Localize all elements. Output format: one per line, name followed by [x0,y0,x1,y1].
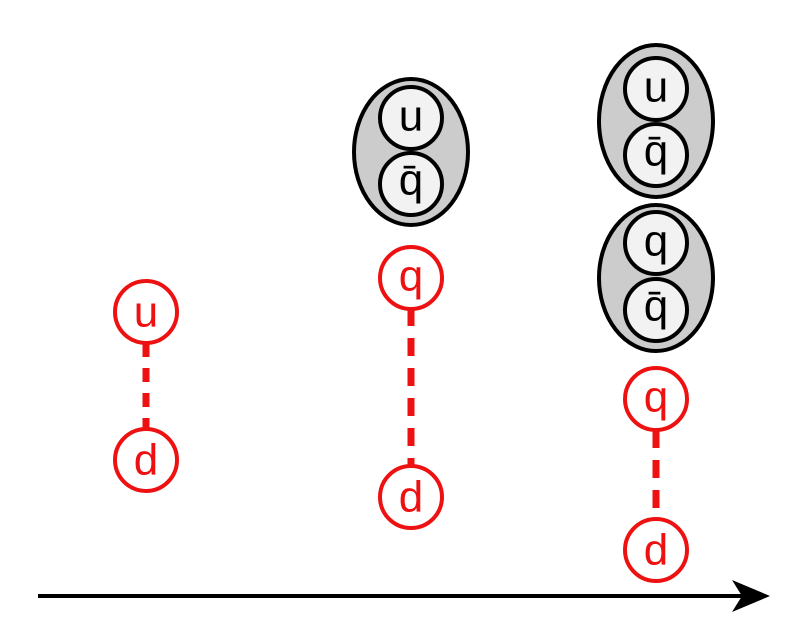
quark-label: u [644,63,668,112]
antiquark-label: q̄ [644,127,668,176]
quark-free-d-3: d [623,517,689,583]
quark-label: d [399,473,423,522]
quark-label: d [134,436,158,485]
quark-free-d-2: d [378,464,444,530]
stage-3: u q̄ q q̄ q d [597,43,715,583]
meson-3: q q̄ [597,203,715,353]
quark-label: u [399,92,423,141]
quark-free-u-1: u [113,279,179,345]
quark-label: d [644,526,668,575]
arrow-head-icon [732,580,770,612]
antiquark-label: q̄ [399,156,423,205]
stage-2: u q̄ q d [352,77,470,530]
quark-free-d-1: d [113,427,179,493]
quark-label: q [399,252,423,301]
antiquark-label: q̄ [644,282,668,331]
quark-free-q-2: q [378,245,444,311]
quark-label: q [644,217,668,266]
stage-1: u d [113,279,179,493]
quark-label: u [134,288,158,337]
quark-label: q [644,373,668,422]
time-arrow [38,580,770,612]
quark-free-q-3: q [623,366,689,432]
meson-1: u q̄ [352,77,470,227]
meson-2: u q̄ [597,43,715,199]
